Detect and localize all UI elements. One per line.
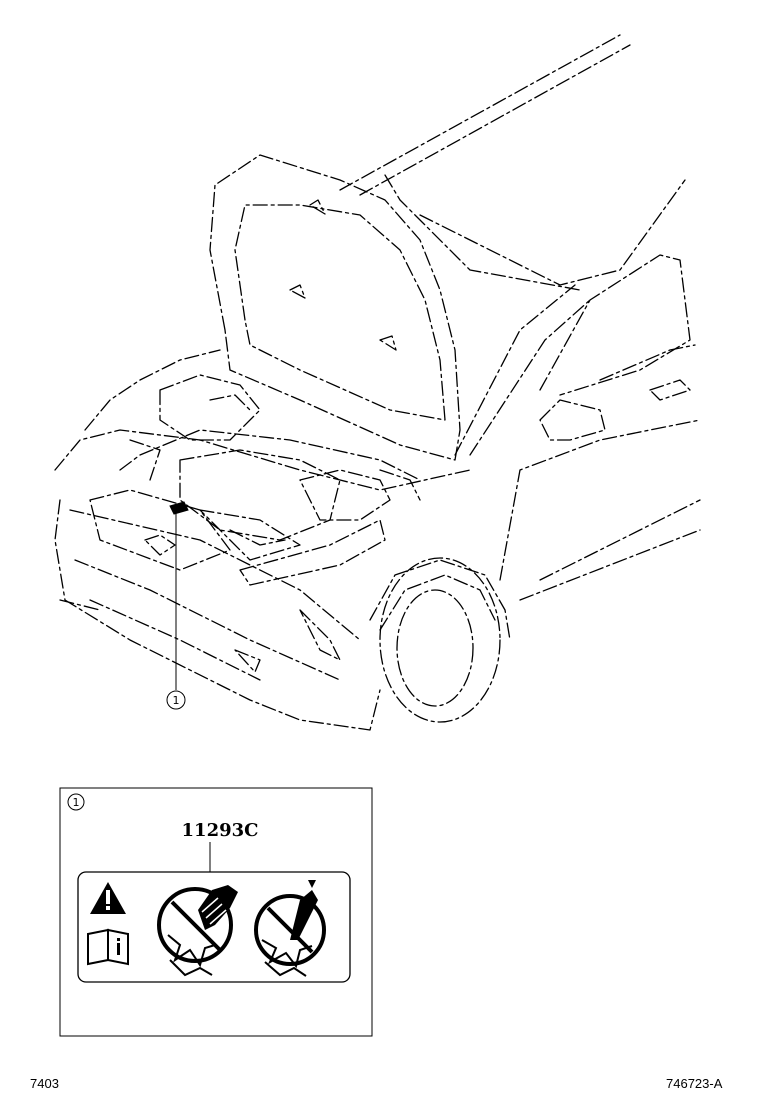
manual-info-icon — [87, 928, 129, 966]
svg-text:1: 1 — [73, 796, 80, 809]
label-location-marker — [169, 501, 189, 690]
svg-text:1: 1 — [173, 694, 180, 707]
diagram-code-right: 746723-A — [666, 1076, 723, 1091]
no-hand-near-fan-icon — [157, 885, 238, 977]
part-number: 11293C — [181, 820, 259, 841]
detail-box: 1 — [59, 787, 373, 1037]
no-tool-near-fan-icon — [254, 880, 326, 977]
open-hood — [209, 154, 461, 461]
callout-1: 1 — [166, 690, 186, 710]
engine-bay — [84, 349, 421, 561]
vehicle-illustration — [54, 34, 701, 731]
warning-triangle-icon — [90, 882, 126, 914]
diagram-code-left: 7403 — [30, 1076, 59, 1091]
caution-label — [77, 871, 351, 983]
